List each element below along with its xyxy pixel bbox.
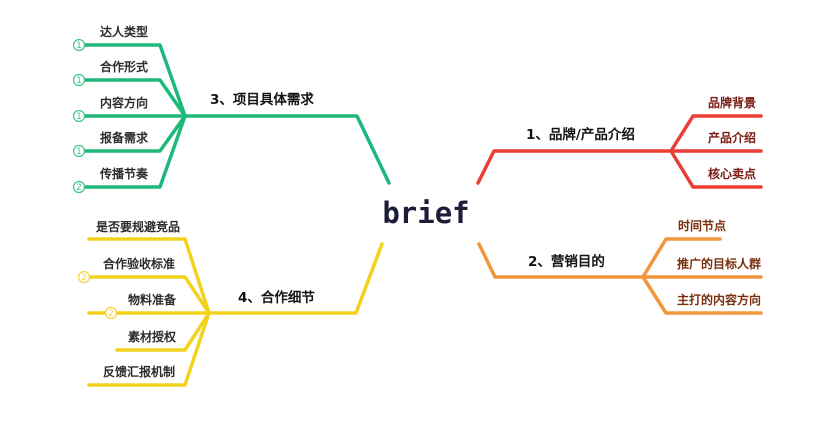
branch-brand-link-1	[669, 114, 763, 153]
cooperation-item-4[interactable]: 素材授权	[128, 329, 177, 344]
cooperation-item-5[interactable]: 反馈汇报机制	[103, 364, 175, 379]
marketing-item-1[interactable]: 时间节点	[678, 218, 726, 233]
branch-cooperation-link-5	[87, 311, 211, 387]
branch-project-link-4	[82, 114, 187, 153]
branch-project[interactable]	[82, 43, 391, 189]
branch-project-link-1	[82, 43, 187, 118]
brand-item-3[interactable]: 核心卖点	[708, 166, 756, 181]
svg-text:1: 1	[76, 76, 82, 86]
branch-project-main-line	[183, 114, 391, 185]
branch-cooperation-label[interactable]: 4、合作细节	[238, 289, 315, 306]
project-item-1[interactable]: 达人类型	[100, 24, 148, 39]
svg-text:1: 1	[76, 147, 82, 157]
project-item-5[interactable]: 传播节奏	[99, 166, 149, 181]
branch-project-label[interactable]: 3、项目具体需求	[210, 91, 314, 108]
branch-brand[interactable]	[476, 114, 763, 189]
project-badge-4: 1	[72, 144, 86, 157]
branch-project-link-5	[82, 114, 187, 189]
branch-marketing[interactable]	[477, 237, 763, 315]
branch-cooperation-link-2	[87, 275, 211, 315]
svg-text:1: 1	[76, 41, 82, 51]
project-item-3[interactable]: 内容方向	[100, 95, 148, 110]
branch-cooperation[interactable]	[87, 237, 384, 387]
cooperation-item-3[interactable]: 物料准备	[128, 292, 177, 307]
svg-text:2: 2	[81, 273, 87, 283]
branch-marketing-link-3	[641, 275, 763, 315]
svg-text:2: 2	[76, 183, 82, 193]
marketing-item-3[interactable]: 主打的内容方向	[677, 292, 761, 307]
branch-cooperation-link-1	[87, 237, 211, 315]
svg-text:1: 1	[76, 112, 82, 122]
project-badge-5: 2	[72, 180, 86, 193]
project-item-2[interactable]: 合作形式	[100, 59, 148, 74]
project-badge-3: 1	[72, 109, 86, 122]
branch-marketing-label[interactable]: 2、营销目的	[528, 253, 605, 270]
project-badge-1: 1	[72, 38, 86, 51]
branch-project-link-2	[82, 78, 187, 118]
brand-item-2[interactable]: 产品介绍	[708, 130, 756, 145]
branch-brand-main-line	[476, 149, 673, 185]
project-item-4[interactable]: 报备需求	[100, 130, 149, 145]
branch-brand-label[interactable]: 1、品牌/产品介绍	[526, 126, 635, 143]
center-node[interactable]: brief	[382, 196, 469, 230]
cooperation-item-2[interactable]: 合作验收标准	[103, 256, 175, 271]
cooperation-badge-3: 2	[104, 306, 118, 319]
svg-text:2: 2	[108, 309, 114, 319]
project-badge-2: 1	[72, 73, 86, 86]
marketing-item-2[interactable]: 推广的目标人群	[677, 256, 761, 271]
branch-brand-link-3	[669, 149, 763, 189]
cooperation-item-1[interactable]: 是否要规避竞品	[95, 219, 180, 234]
branch-cooperation-link-4	[115, 311, 211, 352]
branch-marketing-main-line	[477, 242, 645, 279]
branch-marketing-link-1	[641, 237, 722, 279]
cooperation-badge-2: 2	[77, 270, 91, 283]
branch-cooperation-main-line	[207, 242, 384, 315]
brand-item-1[interactable]: 品牌背景	[708, 95, 756, 110]
